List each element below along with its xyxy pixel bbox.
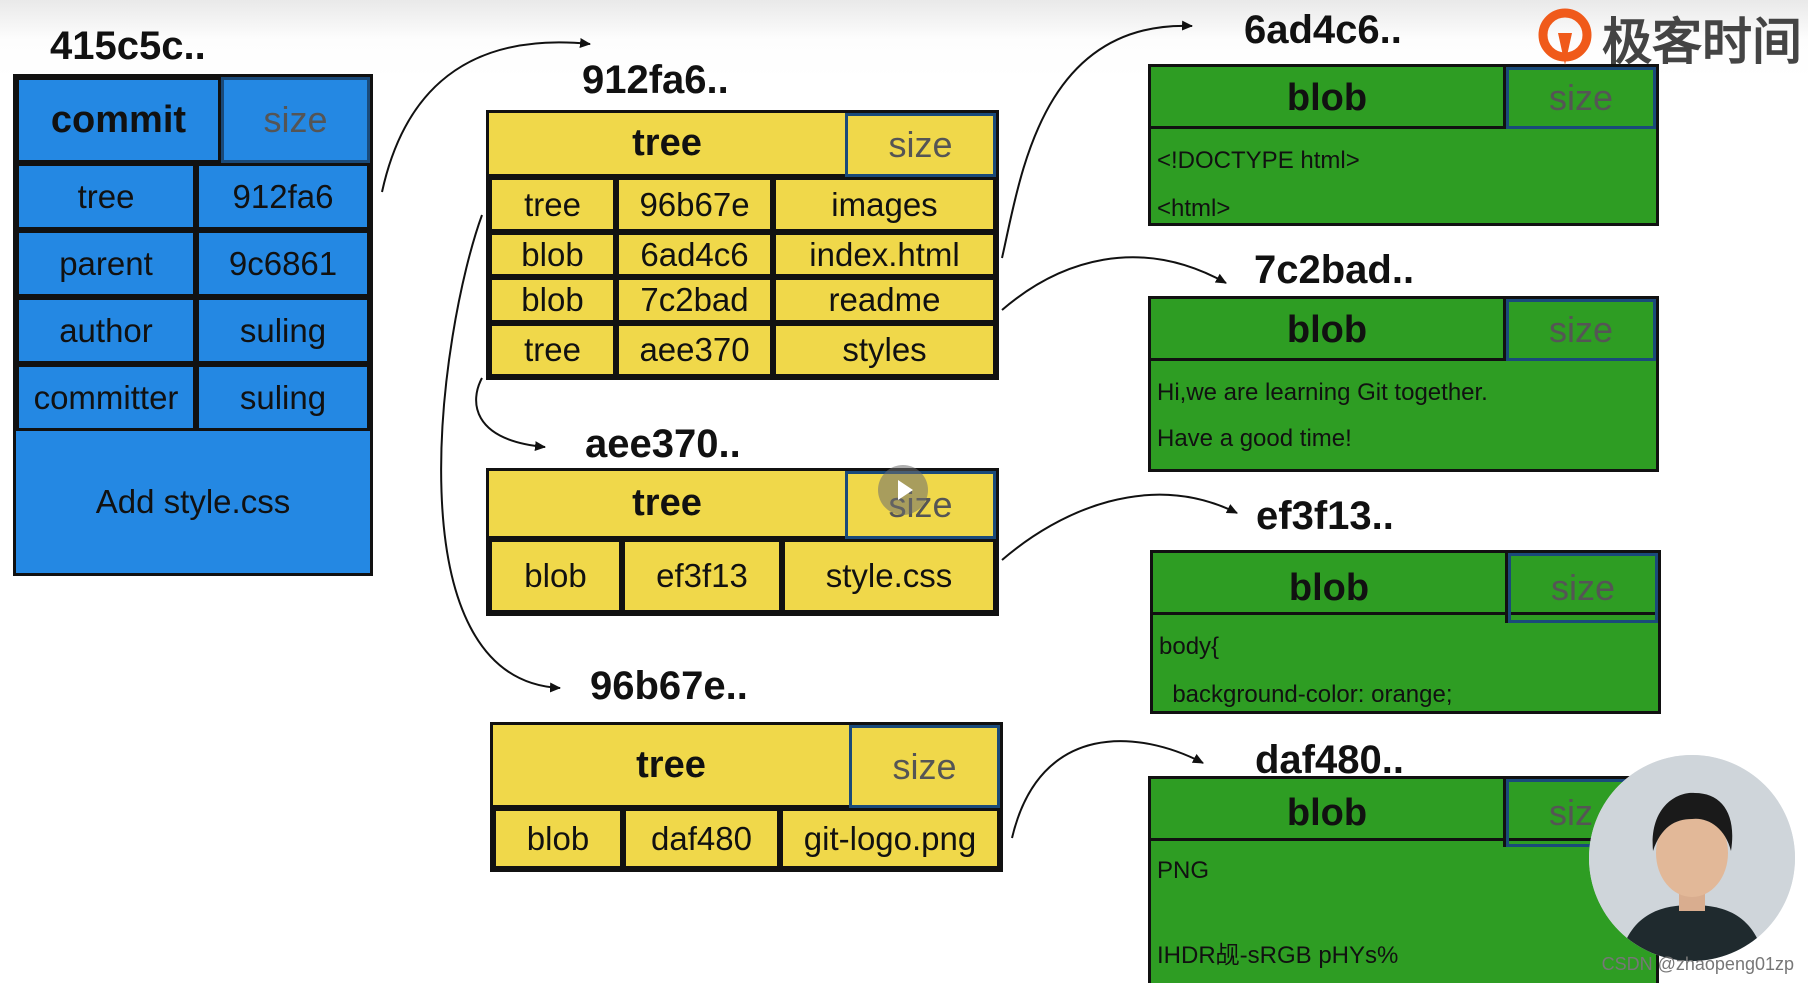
geektime-logo: 极客时间: [1534, 2, 1802, 74]
tree-912fa6-row-0-type: tree: [489, 177, 616, 232]
commit-hash: 415c5c..: [50, 24, 206, 68]
tree-912fa6-row-2-hash: 7c2bad: [616, 277, 773, 323]
blob-daf480-line-2: IHDR觇-sRGB pHYs%: [1157, 942, 1399, 969]
tree-912fa6-row-3-name: styles: [773, 323, 996, 377]
tree-912fa6-type-cell: tree: [489, 113, 845, 177]
tree-912fa6-row-2-type: blob: [489, 277, 616, 323]
tree-aee370-hash: aee370..: [585, 422, 741, 466]
watermark: CSDN @zhaopeng01zp: [1601, 954, 1794, 974]
tree-aee370-row-0-type: blob: [489, 539, 622, 613]
commit-row-committer-value: suling: [196, 364, 370, 431]
tree-912fa6-row-0-hash: 96b67e: [616, 177, 773, 232]
commit-row-author-value: suling: [196, 297, 370, 364]
blob-ef3f13-type-cell: blob: [1153, 553, 1508, 623]
commit-type-cell: commit: [16, 77, 221, 163]
commit-row-tree-key: tree: [16, 163, 196, 230]
commit-size-label: size: [263, 99, 328, 140]
blob-6ad4c6-size-cell: size: [1506, 67, 1656, 129]
blob-6ad4c6-line-1: <html>: [1157, 195, 1231, 222]
commit-message: Add style.css: [95, 483, 291, 520]
blob-ef3f13-hash: ef3f13..: [1256, 494, 1394, 538]
blob-ef3f13-line-0: body{: [1159, 633, 1220, 660]
tree-912fa6-row-3-type: tree: [489, 323, 616, 377]
tree-912fa6-row-1-type: blob: [489, 232, 616, 277]
geektime-logo-icon: [1538, 8, 1592, 65]
blob-6ad4c6-object: blob size <!DOCTYPE html> <html>: [1148, 64, 1659, 226]
play-icon: [898, 480, 913, 500]
commit-row-tree-value: 912fa6: [196, 163, 370, 230]
tree-912fa6-size-cell: size: [845, 113, 996, 177]
tree-96b67e-hash: 96b67e..: [590, 664, 748, 708]
tree-96b67e-row-0-type: blob: [493, 808, 623, 869]
commit-object: commit size tree 912fa6 parent 9c6861 au…: [13, 74, 373, 576]
commit-row-parent-value: 9c6861: [196, 230, 370, 297]
arrow-912fa6-to-aee370: [475, 377, 546, 452]
blob-ef3f13-size-cell: size: [1508, 553, 1658, 623]
tree-912fa6-object: tree size tree 96b67e images blob 6ad4c6…: [486, 110, 999, 380]
tree-912fa6-hash: 912fa6..: [582, 58, 729, 102]
blob-daf480-type-cell: blob: [1151, 779, 1506, 847]
logo-text: 极客时间: [1602, 14, 1802, 70]
tree-912fa6-row-1-name: index.html: [773, 232, 996, 277]
blob-6ad4c6-hash: 6ad4c6..: [1244, 8, 1402, 52]
blob-daf480-object: blob siz PNG IHDR觇-sRGB pHYs%: [1148, 776, 1659, 983]
tree-96b67e-type-cell: tree: [493, 725, 849, 808]
tree-96b67e-size-cell: size: [849, 725, 1000, 808]
tree-aee370-type-cell: tree: [489, 471, 845, 539]
blob-7c2bad-object: blob size Hi,we are learning Git togethe…: [1148, 296, 1659, 472]
commit-type-label: commit: [50, 98, 187, 141]
tree-912fa6-row-3-hash: aee370: [616, 323, 773, 377]
blob-7c2bad-type-cell: blob: [1151, 299, 1506, 361]
blob-ef3f13-line-1: background-color: orange;: [1159, 681, 1453, 708]
tree-912fa6-row-1-hash: 6ad4c6: [616, 232, 773, 277]
blob-daf480-hash: daf480..: [1255, 738, 1404, 782]
tree-912fa6-row-0-name: images: [773, 177, 996, 232]
commit-row-author-key: author: [16, 297, 196, 364]
blob-7c2bad-size-cell: size: [1506, 299, 1656, 361]
commit-row-committer-key: committer: [16, 364, 196, 431]
blob-7c2bad-hash: 7c2bad..: [1254, 248, 1415, 292]
tree-912fa6-row-2-name: readme: [773, 277, 996, 323]
blob-7c2bad-line-1: Have a good time!: [1157, 425, 1352, 452]
blob-daf480-line-0: PNG: [1157, 857, 1210, 884]
presenter-video-avatar: [1589, 755, 1795, 961]
commit-size-cell: size: [221, 77, 370, 163]
blob-ef3f13-object: blob size body{ background-color: orange…: [1150, 550, 1661, 714]
blob-7c2bad-line-0: Hi,we are learning Git together.: [1157, 379, 1488, 406]
commit-row-parent-key: parent: [16, 230, 196, 297]
tree-aee370-row-0-hash: ef3f13: [622, 539, 782, 613]
blob-6ad4c6-type-cell: blob: [1151, 67, 1506, 129]
video-play-button[interactable]: [878, 465, 928, 515]
blob-6ad4c6-line-0: <!DOCTYPE html>: [1157, 147, 1360, 174]
presenter-icon: [1589, 755, 1795, 961]
tree-96b67e-object: tree size blob daf480 git-logo.png: [490, 722, 1003, 872]
tree-96b67e-row-0-hash: daf480: [623, 808, 780, 869]
tree-96b67e-row-0-name: git-logo.png: [780, 808, 1000, 869]
tree-aee370-row-0-name: style.css: [782, 539, 996, 613]
